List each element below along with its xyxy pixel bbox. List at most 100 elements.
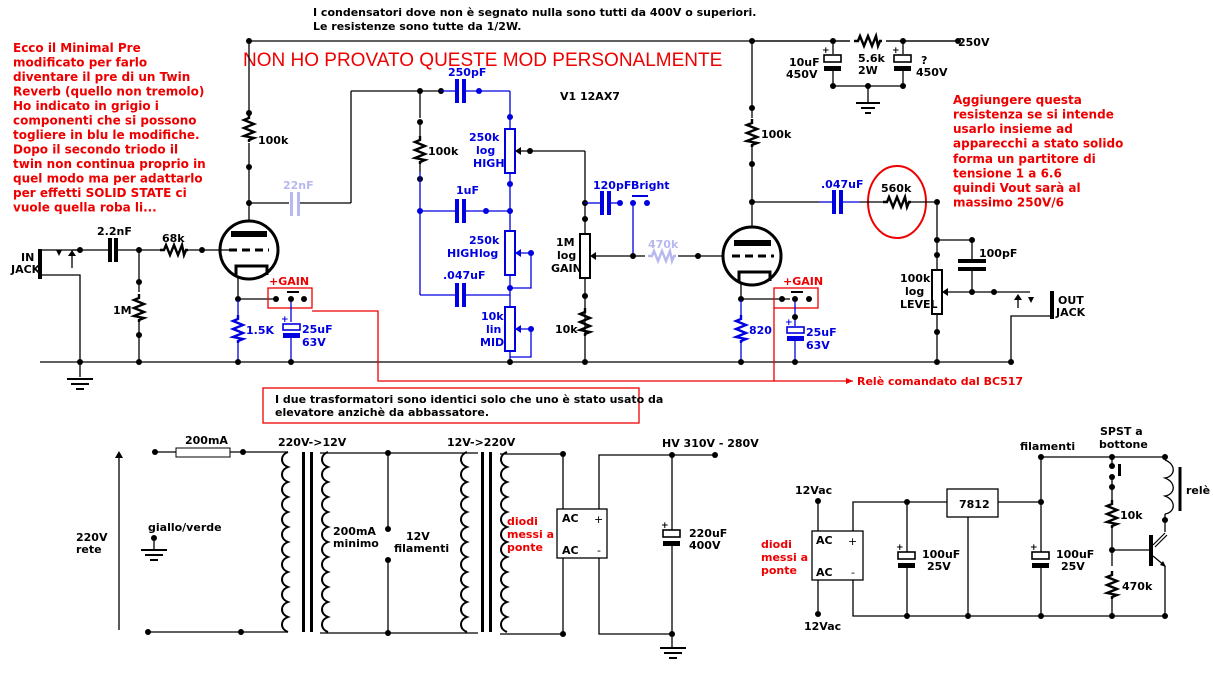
intro-line: quel modo ma per adattarlo	[13, 172, 203, 186]
svg-text:+: +	[822, 46, 830, 56]
label-relay-diodes-1: diodi	[761, 538, 792, 551]
label-c-bright: 120pF	[593, 179, 631, 192]
label-pot-bass-3: log	[479, 247, 498, 260]
label-pot-treble-1: 250k	[469, 131, 500, 144]
warning-title: NON HO PROVATO QUESTE MOD PERSONALMENTE	[243, 50, 722, 71]
transformer-note-line1: I due trasformatori sono identici solo c…	[275, 393, 663, 406]
label-fuse: 200mA	[185, 434, 228, 447]
label-supply: 250V	[958, 36, 990, 49]
label-r-grid: 68k	[162, 232, 185, 245]
resistor-relay-470k	[1105, 569, 1119, 601]
intro-line: Ecco il Minimal Pre	[13, 41, 141, 55]
label-r-grid2-removable: 470k	[648, 238, 679, 251]
resistor-grid2-removable	[646, 249, 678, 263]
label-psu-diodes-1: diodi	[507, 515, 538, 528]
label-r-tonestack: 100k	[428, 145, 459, 158]
label-vac-top: 12Vac	[795, 484, 832, 497]
label-filamenti: filamenti	[1020, 440, 1075, 453]
pot-bass	[504, 230, 516, 276]
label-pot-mid-2: lin	[486, 323, 501, 336]
label-out-jack-1: OUT	[1058, 294, 1084, 307]
label-fil-2: filamenti	[394, 542, 449, 555]
label-relay-c2-voltage: 25V	[1061, 560, 1085, 573]
svg-text:+: +	[1030, 543, 1038, 553]
label-mains-1: 220V	[76, 531, 108, 544]
label-psu-diodes-3: ponte	[507, 541, 543, 554]
label-r-output: 560k	[881, 182, 912, 195]
intro-line: Reverb (quello non tremolo)	[13, 85, 204, 99]
intro-line: per effetti SOLID STATE ci	[13, 186, 187, 200]
bridge-rectifier-relay	[811, 530, 864, 581]
label-relay-bridge-plus: +	[848, 535, 857, 548]
label-r-cathode1: 1.5K	[246, 324, 274, 337]
label-vac-bottom: 12Vac	[804, 620, 841, 633]
label-relay-r2: 470k	[1122, 580, 1153, 593]
label-t2: 12V->220V	[447, 436, 516, 449]
label-c-filter2-voltage: 450V	[916, 66, 948, 79]
relay-psu-circuit: 12Vac AC AC + - 12Vac diodi messi a pont…	[761, 425, 1210, 633]
label-relay-bridge-ac2: AC	[816, 566, 833, 579]
relay-coil	[1162, 459, 1174, 515]
label-relay-bridge-ac1: AC	[816, 534, 833, 547]
fuse	[175, 447, 231, 458]
label-mains-2: rete	[76, 543, 102, 556]
intro-line: Ho indicato in grigio i	[13, 99, 159, 113]
label-relay-note: Relè comandato dal BC517	[857, 375, 1023, 388]
resistor-output	[881, 195, 913, 209]
rnote-line: resistenza se si intende	[953, 108, 1114, 122]
transformer-note: I due trasformatori sono identici solo c…	[262, 387, 663, 424]
rnote-line: tensione 1 a 6.6	[953, 167, 1062, 181]
gain-switch-1	[267, 287, 313, 309]
label-pot-bass-1: 250k	[469, 234, 500, 247]
resistor-tonestack	[413, 134, 427, 166]
rnote-line: usarlo insieme ad	[953, 122, 1073, 136]
label-pot-mid-1: 10k	[481, 310, 504, 323]
transformer-note-line2: elevatore anzichè da abbassatore.	[275, 406, 489, 419]
label-relay-diodes-2: messi a	[761, 551, 808, 564]
label-psu-diodes-2: messi a	[507, 528, 554, 541]
rnote-line: massimo 250V/6	[953, 196, 1064, 210]
intro-line: componenti che si possono	[13, 114, 197, 128]
label-pot-level-3: LEVEL	[900, 298, 938, 311]
label-c-bass: 1uF	[456, 184, 479, 197]
spst-button	[1118, 464, 1121, 476]
label-gain2: +GAIN	[783, 275, 823, 288]
svg-text:+: +	[892, 46, 900, 56]
header-notes: I condensatori dove non è segnato nulla …	[243, 6, 756, 71]
rnote-line: Aggiungere questa	[953, 93, 1082, 107]
in-jack	[38, 249, 42, 279]
label-switch-2: bottone	[1099, 438, 1148, 451]
label-c-hv-voltage: 400V	[689, 539, 721, 552]
label-pot-mid-3: MID	[480, 336, 504, 349]
label-bright-switch: Bright	[631, 179, 670, 192]
label-switch-1: SPST a	[1100, 425, 1143, 438]
label-c-cathode2-voltage: 63V	[806, 339, 830, 352]
label-r-filter-value: 5.6k	[858, 52, 885, 65]
label-t1-min-1: 200mA	[333, 525, 376, 538]
label-pot-level-1: 100k	[900, 272, 931, 285]
transistor-bc517	[1149, 532, 1168, 567]
svg-text:+: +	[661, 521, 669, 531]
label-c-output: .047uF	[821, 178, 864, 191]
label-relay-diodes-3: ponte	[761, 564, 797, 577]
label-r-input: 1M	[113, 304, 132, 317]
svg-text:+: +	[896, 543, 904, 553]
gain-switch-2	[773, 287, 819, 309]
label-t1-min-2: minimo	[333, 537, 379, 550]
label-r-filter-power: 2W	[858, 64, 878, 77]
label-relay-bridge-minus: -	[851, 566, 855, 579]
resistor-relay-10k	[1105, 498, 1119, 530]
label-c-mid: .047uF	[443, 269, 486, 282]
label-relay-c1-value: 100uF	[922, 548, 960, 561]
rnote-line: forma un partitore di	[953, 152, 1096, 166]
intro-line: diventare il pre di un Twin	[13, 70, 190, 84]
svg-text:+: +	[281, 315, 289, 325]
transformer-t1	[281, 451, 331, 633]
label-pot-gain-2: log	[557, 249, 576, 262]
label-t1: 220V->12V	[278, 436, 347, 449]
label-c-cathode1-value: 25uF	[302, 323, 333, 336]
label-bridge-ac2: AC	[562, 544, 579, 557]
resistor-input	[132, 292, 146, 324]
